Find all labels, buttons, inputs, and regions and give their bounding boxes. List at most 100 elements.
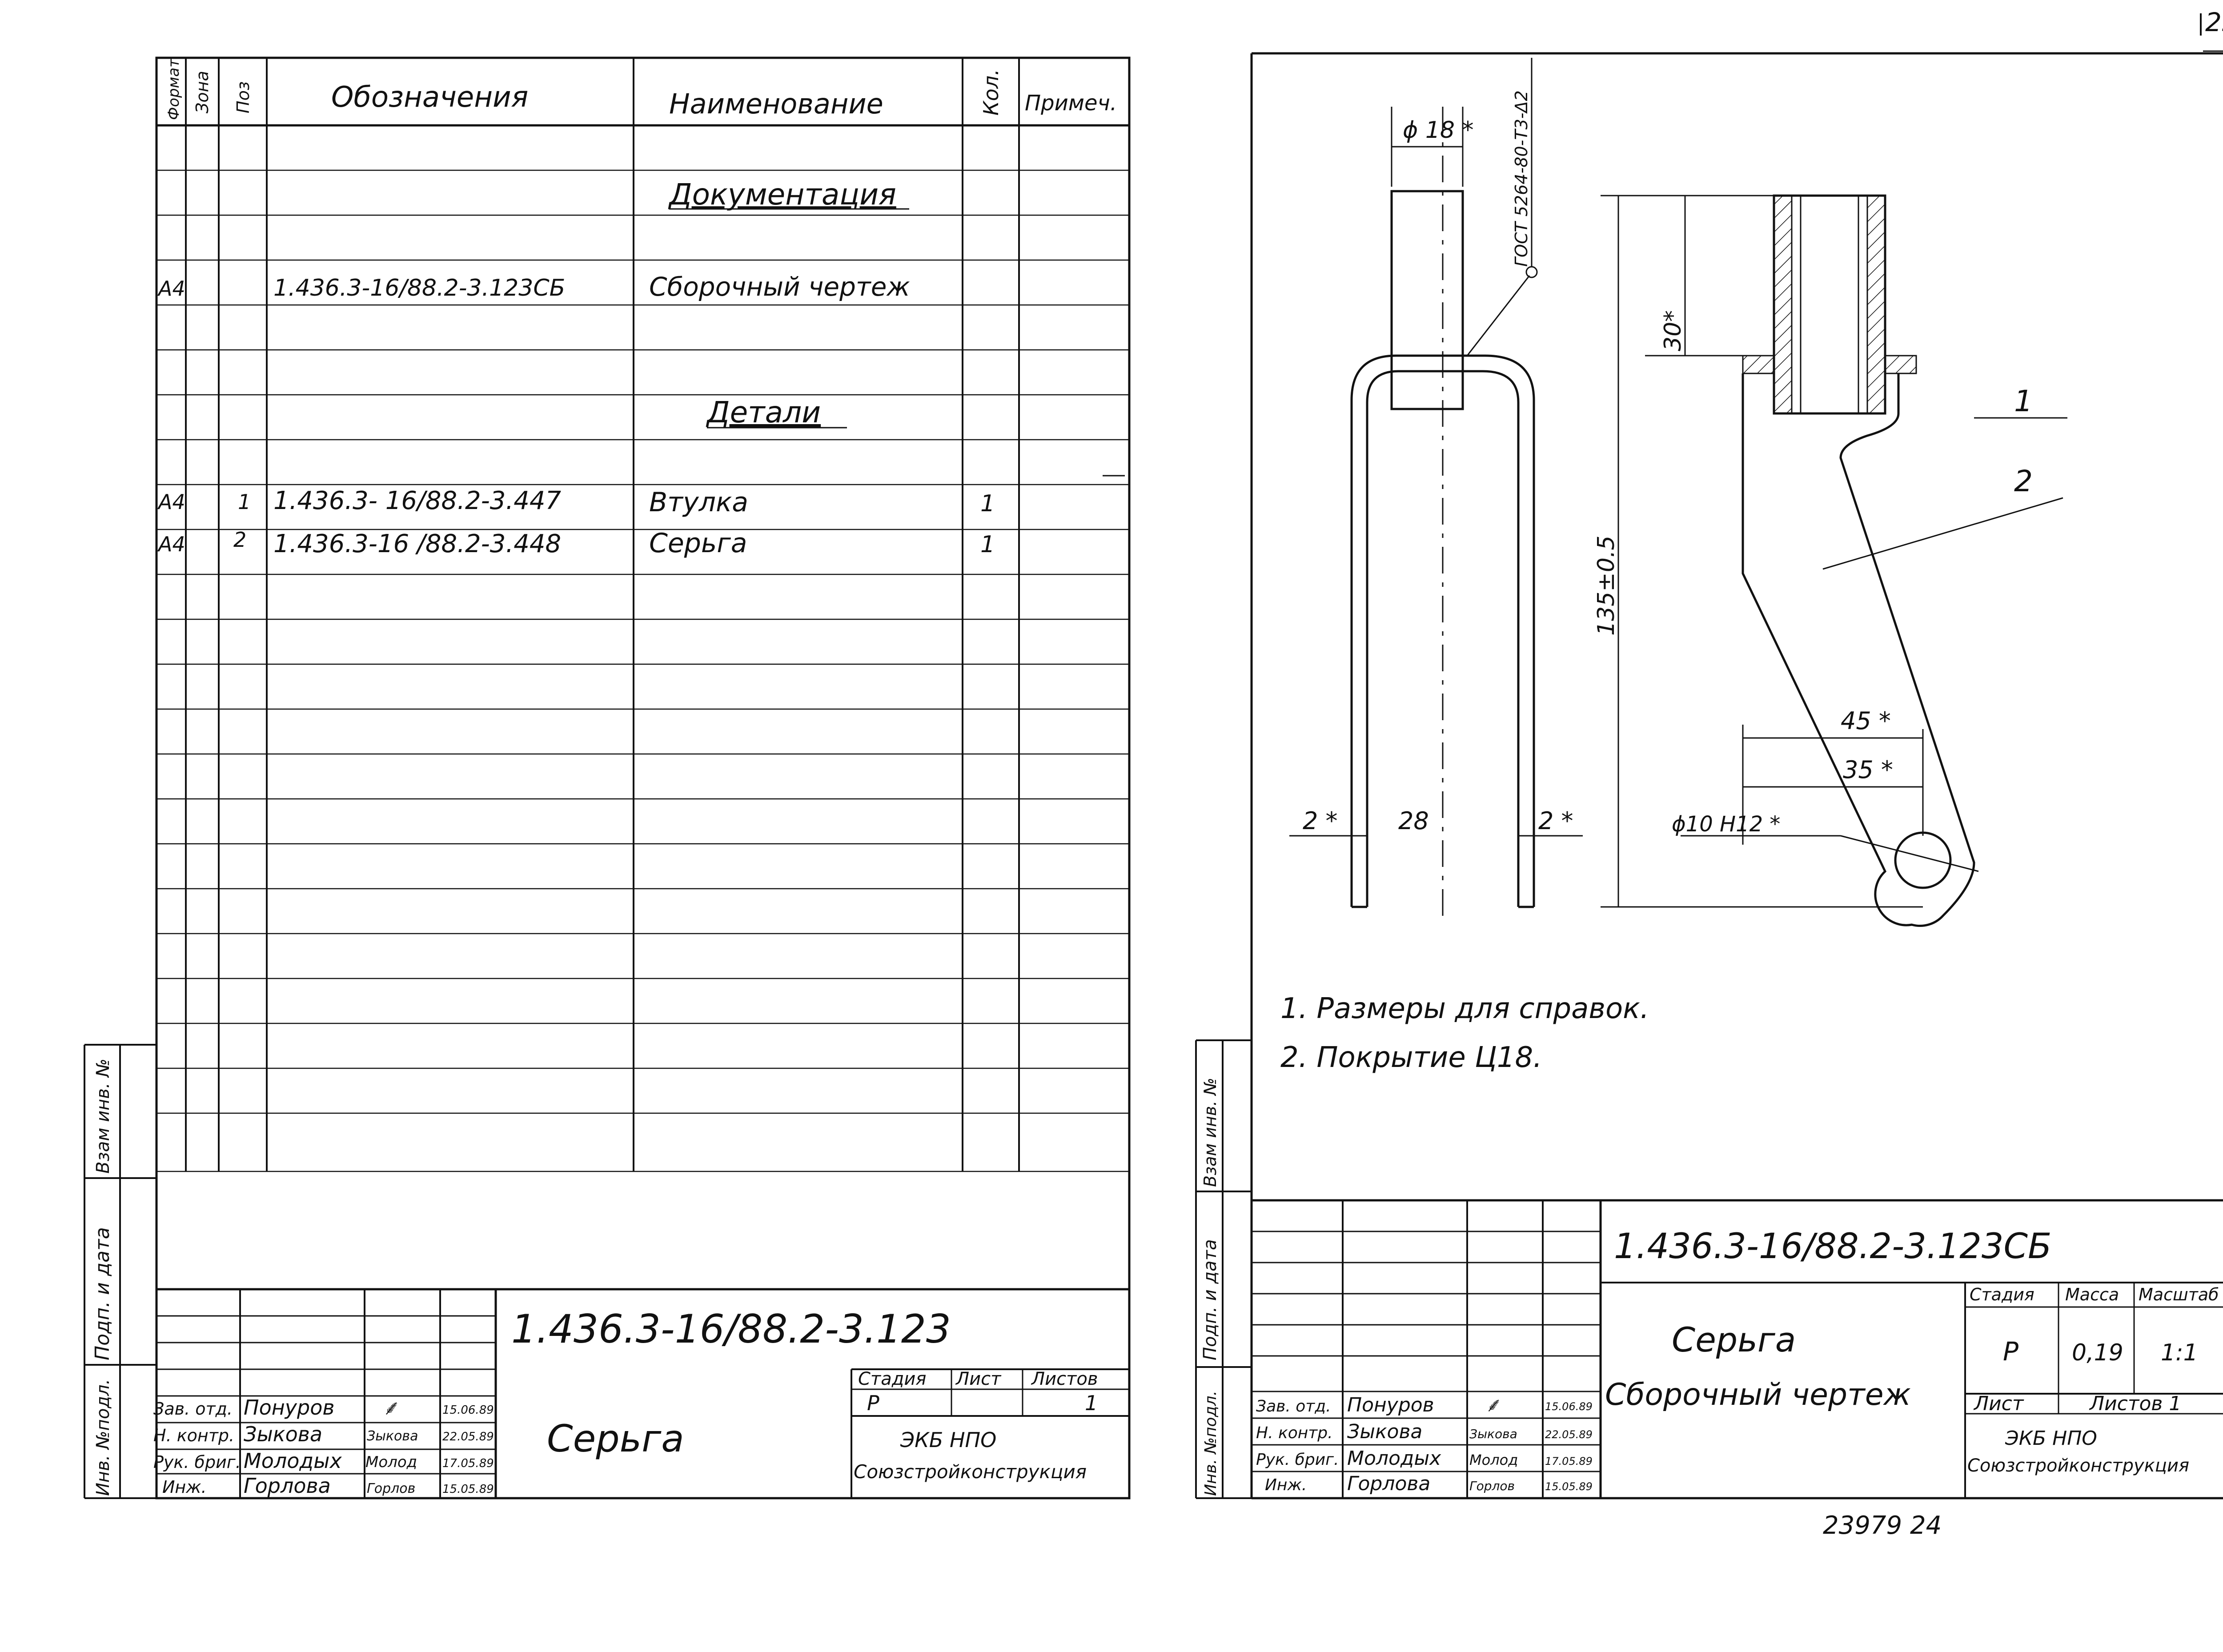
role: Инж.: [1265, 1476, 1307, 1494]
header-pos: Поз: [233, 81, 253, 113]
left-title-block: 1.436.3-16/88.2-3.123 Серьга Стадия Лист…: [153, 1288, 1129, 1498]
row-name: Серьга: [649, 528, 747, 559]
dim-30: 30*: [1660, 310, 1686, 351]
date: 15.05.89: [1545, 1480, 1593, 1493]
mass-label: Масса: [2065, 1285, 2119, 1304]
header-name: Наименование: [669, 88, 883, 120]
sheet-label: Лист: [955, 1369, 1002, 1389]
mass-value: 0,19: [2072, 1339, 2123, 1366]
role: Зав. отд.: [153, 1399, 233, 1419]
document-title: Серьга: [547, 1417, 684, 1460]
name: Понуров: [1347, 1394, 1434, 1416]
stage-value: Р: [2003, 1336, 2018, 1367]
dim-d10: ϕ10 Н12 *: [1672, 812, 1780, 837]
date: 17.05.89: [1545, 1455, 1593, 1468]
name: Молодых: [244, 1449, 342, 1473]
sheets-value: 1: [1085, 1391, 1098, 1415]
name: Горлова: [1347, 1472, 1430, 1495]
side-view: [1601, 194, 2067, 927]
label-podp-data: Подп. и дата: [1200, 1239, 1220, 1360]
dim-gost-weld: ГОСТ 5264-80-Т3-Δ2: [1512, 90, 1531, 267]
label-inv-podl: Инв. №подл.: [1202, 1391, 1220, 1496]
dim-45: 45 *: [1841, 707, 1891, 735]
label-inv-podl: Инв. №подл.: [93, 1379, 113, 1496]
role: Инж.: [162, 1477, 207, 1497]
document-code: 1.436.3-16/88.2-3.123СБ: [1614, 1227, 2051, 1267]
dim-d18: ϕ 18 *: [1403, 117, 1474, 144]
right-title-block: 1.436.3-16/88.2-3.123СБ Серьга Сборочный…: [1252, 1199, 2223, 1498]
front-view: [1289, 58, 1583, 920]
table-row: А4 1 1.436.3- 16/88.2-3.447 Втулка 1: [157, 486, 995, 518]
document-subtitle: Сборочный чертеж: [1605, 1377, 1911, 1412]
role: Рук. бриг.: [1256, 1451, 1339, 1469]
stage-label: Стадия: [1970, 1285, 2034, 1304]
specification-sheet: Формат Зона Поз Обозначения Наименование…: [84, 56, 1131, 1500]
scale-value: 1:1: [2161, 1339, 2198, 1366]
org-line-2: Союзстройконструкция: [1967, 1456, 2189, 1476]
sheets-label: Листов 1: [2089, 1392, 2181, 1415]
dim-135: 135±0.5: [1593, 535, 1620, 636]
note-1: 1. Размеры для справок.: [1280, 992, 1649, 1025]
right-side-strip: Взам инв. № Подп. и дата Инв. №подл.: [1195, 1039, 1252, 1499]
signature-icon: Молод: [365, 1453, 417, 1471]
row-format: А4: [157, 490, 185, 514]
name: Зыкова: [1347, 1420, 1422, 1443]
note-2: 2. Покрытие Ц18.: [1280, 1041, 1542, 1074]
header-format: Формат: [165, 58, 183, 120]
signature-icon: Горлов: [1469, 1479, 1515, 1493]
header-qty: Кол.: [979, 69, 1003, 116]
role: Зав. отд.: [1256, 1397, 1331, 1415]
header-designation: Обозначения: [331, 81, 528, 114]
name: Молодых: [1347, 1447, 1441, 1470]
date: 15.05.89: [442, 1483, 494, 1496]
date: 17.05.89: [442, 1457, 494, 1470]
org-line-2: Союзстройконструкция: [854, 1461, 1087, 1483]
name: Понуров: [244, 1395, 334, 1419]
sheet-label: Лист: [1973, 1392, 2024, 1415]
label-vzam-inv: Взам инв. №: [93, 1059, 113, 1174]
header-zone: Зона: [193, 71, 212, 113]
date: 22.05.89: [1545, 1428, 1593, 1441]
signature-icon: ⸙: [1485, 1394, 1500, 1416]
date: 22.05.89: [442, 1430, 494, 1443]
row-designation: 1.436.3-16 /88.2-3.448: [273, 529, 561, 558]
dim-35: 35 *: [1843, 756, 1893, 784]
scale-label: Масштаб: [2139, 1285, 2219, 1304]
table-row: А4 1.436.3-16/88.2-3.123СБ Сборочный чер…: [157, 272, 910, 302]
signature-icon: Зыкова: [367, 1428, 418, 1444]
stage-label: Стадия: [858, 1369, 926, 1389]
row-name: Втулка: [649, 487, 748, 518]
stage-value: Р: [867, 1391, 879, 1415]
header-note: Примеч.: [1025, 91, 1117, 116]
signature-icon: Зыкова: [1469, 1427, 1517, 1441]
row-designation: 1.436.3- 16/88.2-3.447: [273, 486, 561, 515]
spec-row-lines: [156, 169, 1129, 1172]
sheets-label: Листов: [1031, 1369, 1098, 1389]
name: Зыкова: [244, 1422, 322, 1446]
signature-icon: Молод: [1469, 1452, 1518, 1468]
label-podp-data: Подп. и дата: [91, 1227, 114, 1360]
callout-1: 1: [2014, 384, 2033, 418]
left-side-strip: Взам инв. № Подп. и дата Инв. №подл.: [84, 1044, 156, 1499]
date: 15.06.89: [1545, 1400, 1593, 1413]
row-format: А4: [157, 277, 185, 301]
dim-2a: 2 *: [1303, 807, 1338, 835]
row-format: А4: [157, 532, 185, 556]
dim-28: 28: [1398, 807, 1429, 835]
org-line-1: ЭКБ НПО: [2005, 1427, 2097, 1450]
role: Н. контр.: [153, 1426, 234, 1445]
row-name: Сборочный чертеж: [649, 272, 910, 302]
document-code: 1.436.3-16/88.2-3.123: [511, 1306, 951, 1352]
stamp-number: 23979 24: [1823, 1511, 1942, 1540]
signature-icon: Горлов: [367, 1481, 415, 1496]
dim-2b: 2 *: [1538, 807, 1573, 835]
role: Н. контр.: [1256, 1424, 1333, 1442]
name: Горлова: [244, 1474, 331, 1498]
row-qty: 1: [980, 490, 995, 517]
table-row: А4 2 1.436.3-16 /88.2-3.448 Серьга 1: [157, 528, 995, 559]
section-documentation: Документация: [668, 177, 896, 212]
row-designation: 1.436.3-16/88.2-3.123СБ: [273, 275, 565, 301]
assembly-drawing-sheet: 25 ϕ: [1195, 7, 2223, 1540]
signature-icon: ⸙: [382, 1395, 398, 1419]
section-parts: Детали: [706, 395, 821, 429]
